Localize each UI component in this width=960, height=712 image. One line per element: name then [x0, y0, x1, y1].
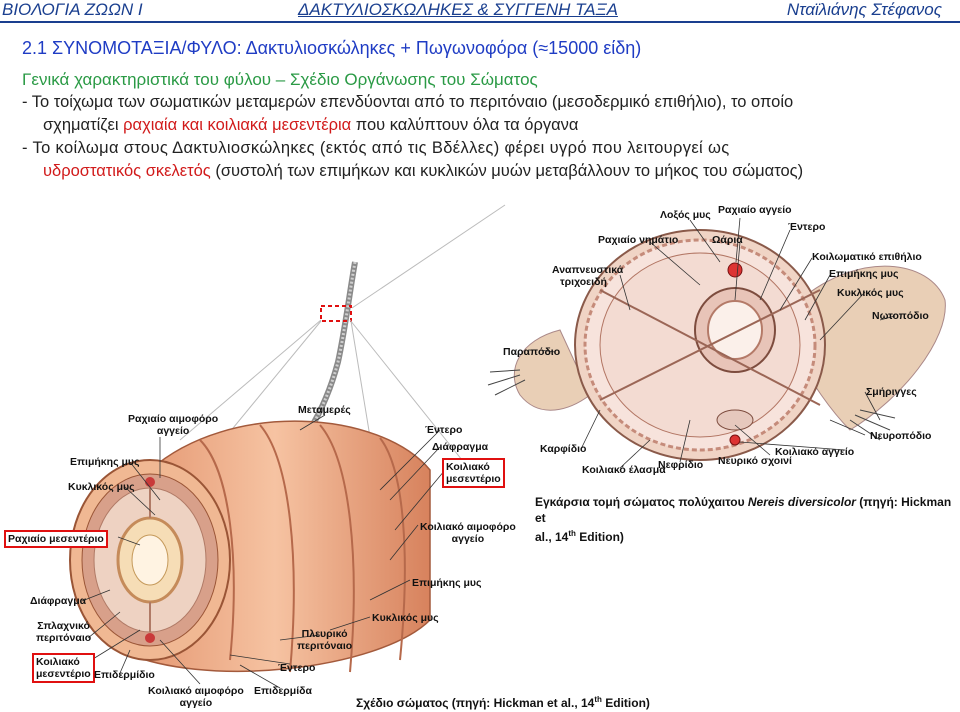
cross-section-caption: Εγκάρσια τομή σώματος πολύχαιτου Nereis … [535, 495, 952, 544]
label-cuticle: Επιδερμίδιο [94, 669, 155, 681]
label-ventral-vessel: Κοιλιακό αγγείο [775, 446, 855, 458]
label-neuropodium: Νευροπόδιο [870, 430, 932, 442]
bullet-2-line-1: - Το κοίλωμα στους Δακτυλιοσκώληκες (εκτ… [22, 139, 730, 157]
label-ventral-lamina: Κοιλιακό έλασμα [582, 464, 666, 476]
label-metamere: Μεταμερές [298, 404, 351, 416]
label-circular-muscle: Κυκλικός μυς [837, 287, 904, 299]
label-nerve-cord: Νευρικό σχοινί [718, 455, 792, 467]
label-intestine: Έντερο [788, 221, 826, 233]
label-intestine-bottom: Έντερο [278, 662, 316, 674]
label-circular-muscle-2: Κυκλικός μυς [372, 612, 439, 624]
bullet-1-line-2: σχηματίζει ραχιαία και κοιλιακά μεσεντέρ… [43, 116, 579, 134]
header-topic: ΔΑΚΤΥΛΙΟΣΚΩΛΗΚΕΣ & ΣΥΓΓΕΝΗ ΤΑΞΑ [298, 0, 618, 19]
label-dorsal-mesentery: Ραχιαίο μεσεντέριο [4, 530, 108, 548]
section-title: 2.1 ΣΥΝΟΜΟΤΑΞΙΑ/ΦΥΛΟ: Δακτυλιοσκώληκες +… [22, 38, 642, 58]
label-epidermis: Επιδερμίδα [254, 685, 312, 697]
header-course: ΒΙΟΛΟΓΙΑ ΖΩΩΝ Ι [2, 0, 143, 19]
label-coelomic-epithelium: Κοιλωματικό επιθήλιο [812, 251, 922, 263]
label-longitudinal-muscle-body: Επιμήκης μυς [70, 456, 140, 468]
label-setae: Σμήριγγες [866, 386, 917, 398]
header-author: Νταϊλιάνης Στέφανος [786, 0, 942, 19]
bullet-1-line-1: - Το τοίχωμα των σωματικών μεταμερών επε… [22, 93, 794, 111]
hydroskeleton-highlight: υδροστατικός σκελετός [43, 162, 211, 180]
label-ova: Ωάρια [712, 234, 743, 246]
body-plan-caption: Σχέδιο σώματος (πηγή: Hickman et al., 14… [356, 695, 650, 710]
species-name: Nereis diversicolor [747, 495, 856, 509]
label-dorsal-vessel: Ραχιαίο αγγείο [718, 204, 792, 216]
label-aciculum: Καρφίδιο [540, 443, 587, 455]
label-septum: Διάφραγμα [30, 595, 87, 607]
label-longitudinal-muscle: Επιμήκης μυς [829, 268, 899, 280]
label-parapodium: Παραπόδιο [503, 346, 561, 358]
zoom-region-marker [320, 305, 352, 322]
label-nephridium: Νεφρίδιο [658, 459, 704, 471]
header-divider [0, 21, 960, 23]
label-dorsal-cirrus: Ραχιαίο νημάτιο [598, 234, 679, 246]
body-plan-diagram [69, 414, 446, 689]
label-oblique-muscle: Λοξός μυς [660, 209, 711, 221]
label-notopodium: Νωτοπόδιο [872, 310, 929, 322]
mesentery-highlight: ραχιαία και κοιλιακά μεσεντέρια [123, 116, 352, 134]
label-septum-top: Διάφραγμα [432, 441, 489, 453]
label-longitudinal-muscle-2: Επιμήκης μυς [412, 577, 482, 589]
cross-section-diagram [487, 217, 946, 469]
bullet-2-line-2: υδροστατικός σκελετός (συστολή των επιμή… [43, 162, 804, 180]
section-subtitle: Γενικά χαρακτηριστικά του φύλου – Σχέδιο… [22, 70, 538, 89]
label-circular-muscle-body: Κυκλικός μυς [68, 481, 135, 493]
label-intestine-top: Έντερο [425, 424, 463, 436]
page-header: ΒΙΟΛΟΓΙΑ ΖΩΩΝ Ι ΔΑΚΤΥΛΙΟΣΚΩΛΗΚΕΣ & ΣΥΓΓΕ… [0, 0, 960, 20]
